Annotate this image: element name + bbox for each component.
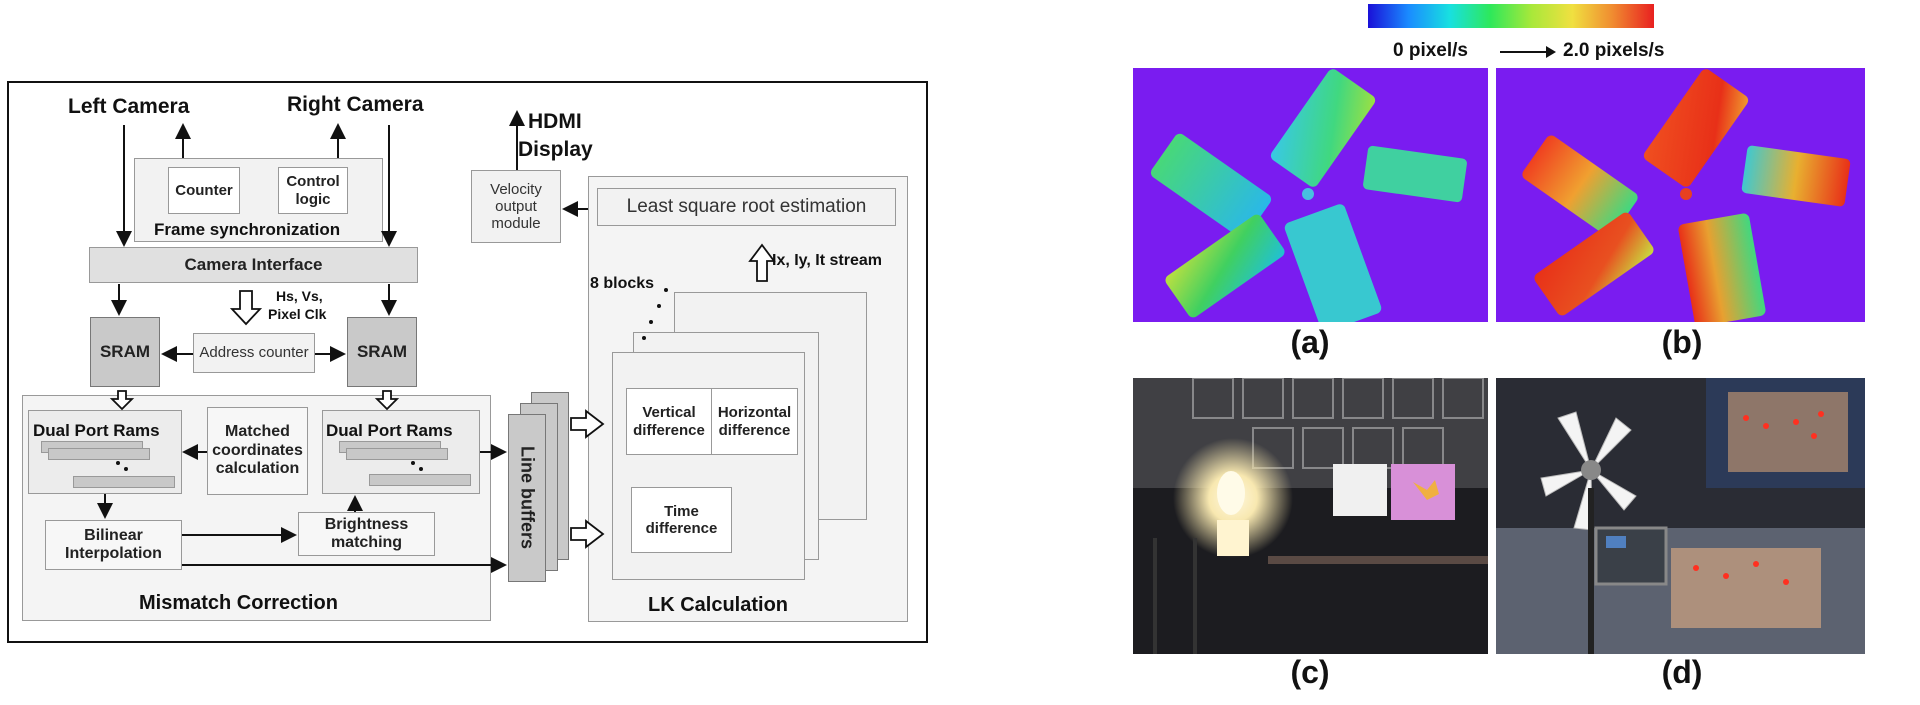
ix-stream-label: Ix, Iy, It stream [772,252,882,269]
eight-blocks-label: 8 blocks [590,275,655,292]
sram-right-box: SRAM [347,317,417,387]
frame-sync-label: Frame synchronization [154,220,341,239]
display-label: Display [518,138,593,161]
pixel-clk-label: Pixel Clk [268,306,327,322]
colorbar-label-right: 2.0 pixels/s [1563,40,1665,61]
ram-bar [73,476,175,488]
colorbar-gradient [1368,4,1654,28]
panel-d-photo [1496,378,1865,654]
horizontal-diff-box: Horizontal difference [711,388,798,455]
hdmi-label: HDMI [528,110,582,133]
caption-a: (a) [1290,324,1330,360]
colorbar-label-left: 0 pixel/s [1393,40,1468,61]
control-logic-box: Control logic [278,167,348,214]
sram-left-box: SRAM [90,317,160,387]
matched-coords-box: Matched coordinates calculation [207,407,308,495]
panel-c-image [1133,378,1488,654]
caption-d: (d) [1661,654,1703,690]
address-counter-box: Address counter [193,333,315,373]
vertical-diff-box: Vertical difference [626,388,712,455]
dual-port-left-label: Dual Port Rams [33,421,160,440]
colorbar-arrow [1500,46,1556,58]
line-buffers-box: Line buffers [508,414,546,582]
panel-d-image [1496,378,1865,654]
velocity-module-box: Velocity output module [471,170,561,243]
ram-bar [369,474,471,486]
panel-a-image [1133,68,1488,322]
bilinear-box: Bilinear Interpolation [45,520,182,570]
ram-bar [346,448,448,460]
camera-interface-box: Camera Interface [89,247,418,283]
panel-b-flow-map [1496,68,1865,322]
caption-b: (b) [1661,324,1703,360]
right-camera-label: Right Camera [287,93,424,116]
mismatch-label: Mismatch Correction [139,592,338,614]
hs-vs-label: Hs, Vs, [276,288,323,304]
colorbar [1368,4,1654,28]
lk-calc-label: LK Calculation [648,594,789,616]
brightness-box: Brightness matching [298,512,435,556]
caption-c: (c) [1290,654,1330,690]
dual-port-right-label: Dual Port Rams [326,421,453,440]
left-camera-label: Left Camera [68,95,190,118]
time-diff-box: Time difference [631,487,732,553]
panel-b-image [1496,68,1865,322]
panel-a-flow-map [1133,68,1488,322]
least-square-box: Least square root estimation [597,188,896,226]
panel-c-photo [1133,378,1488,654]
counter-box: Counter [168,167,240,214]
ram-bar [48,448,150,460]
